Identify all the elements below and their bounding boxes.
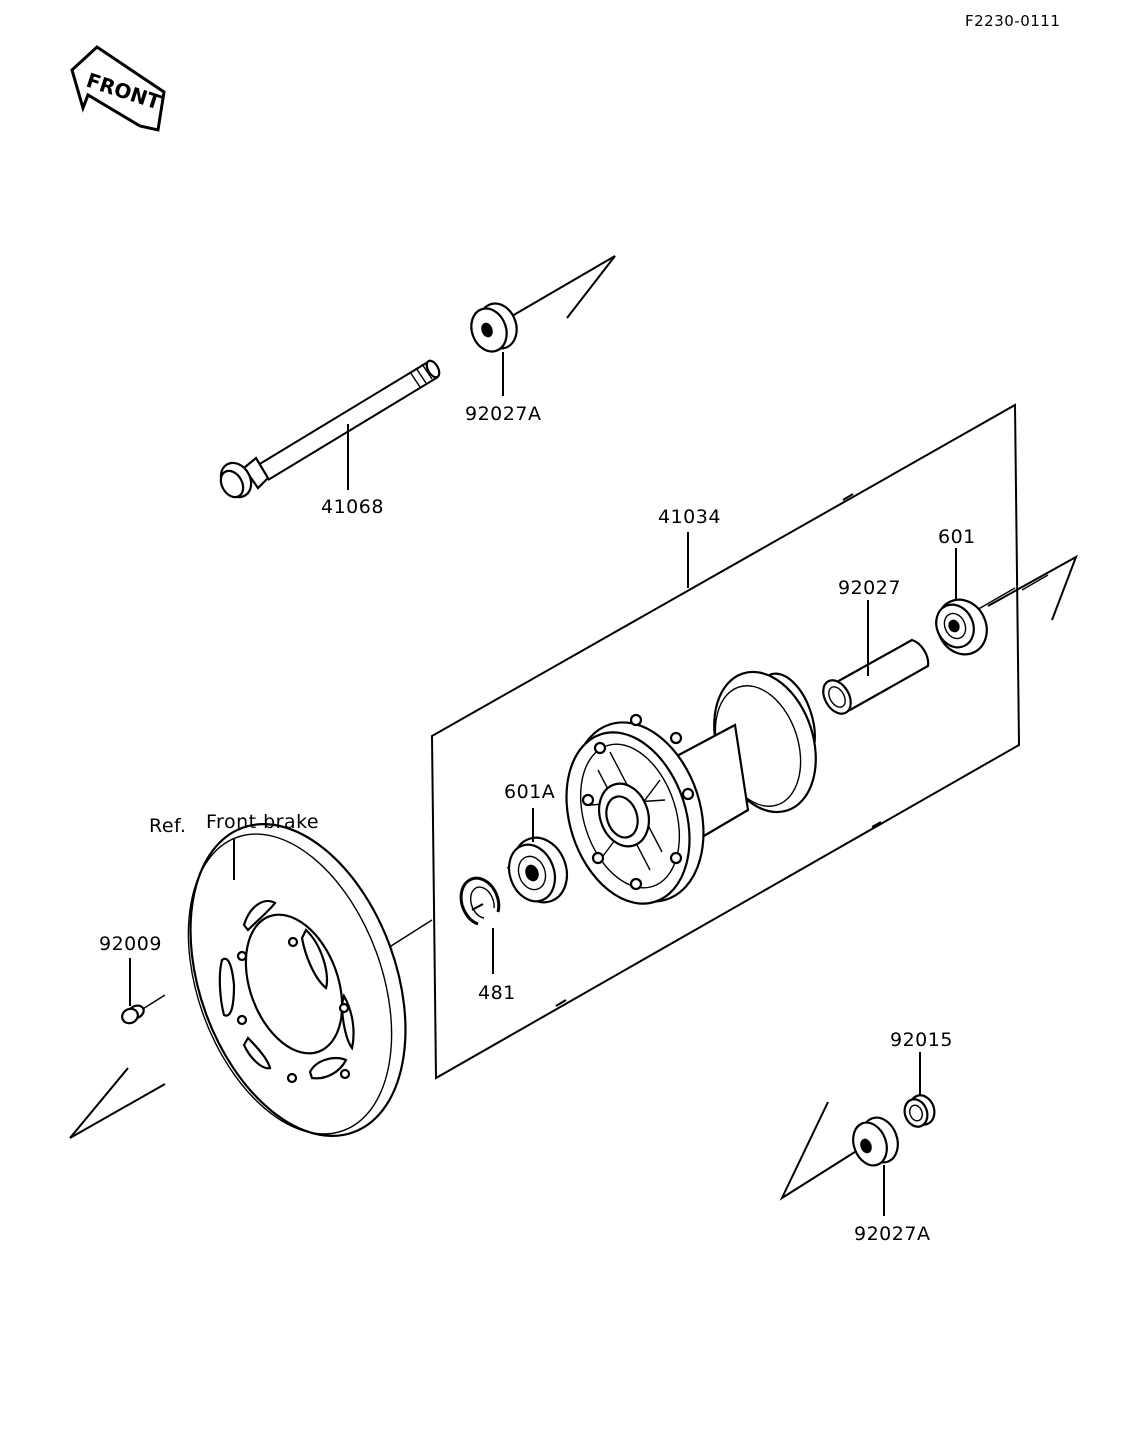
- diagram-code: F2230-0111: [965, 12, 1060, 30]
- break-mark-left: [69, 1067, 166, 1139]
- hub-assy-callout: 41034: [658, 506, 721, 588]
- ref-label: Ref.: [149, 815, 186, 837]
- callout-92027: 92027: [838, 577, 901, 599]
- distance-sleeve: 92027: [822, 577, 930, 715]
- brake-disc: Ref. Front brake: [149, 811, 407, 1137]
- collar-bottom: 92027A: [852, 1116, 930, 1245]
- circlip: 481: [459, 876, 516, 1004]
- disc-bolt: 92009: [99, 933, 162, 1025]
- callout-41034: 41034: [658, 506, 721, 528]
- collar-top: 92027A: [465, 302, 541, 425]
- callout-92027a-bottom: 92027A: [854, 1223, 930, 1245]
- axle-bolt: 41068: [219, 359, 441, 518]
- callout-601a: 601A: [504, 781, 555, 803]
- callout-92009: 92009: [99, 933, 162, 955]
- break-mark-top: [511, 255, 616, 319]
- bearing-left: 601A: [504, 781, 569, 904]
- axle-nut: 92015: [890, 1029, 953, 1128]
- callout-481: 481: [478, 982, 516, 1004]
- bearing-right: 601: [935, 526, 988, 656]
- break-mark-right: [987, 554, 1078, 621]
- callout-41068: 41068: [321, 496, 384, 518]
- front-arrow-icon: FRONT: [70, 45, 166, 132]
- front-label: FRONT: [83, 68, 163, 115]
- callout-92015: 92015: [890, 1029, 953, 1051]
- wheel-hub: [565, 670, 817, 905]
- ref-front-brake: Front brake: [206, 811, 319, 833]
- break-mark-bottom: [779, 1101, 859, 1201]
- hub-assembly-box: [430, 403, 1021, 1080]
- callout-92027a-top: 92027A: [465, 403, 541, 425]
- callout-601: 601: [938, 526, 976, 548]
